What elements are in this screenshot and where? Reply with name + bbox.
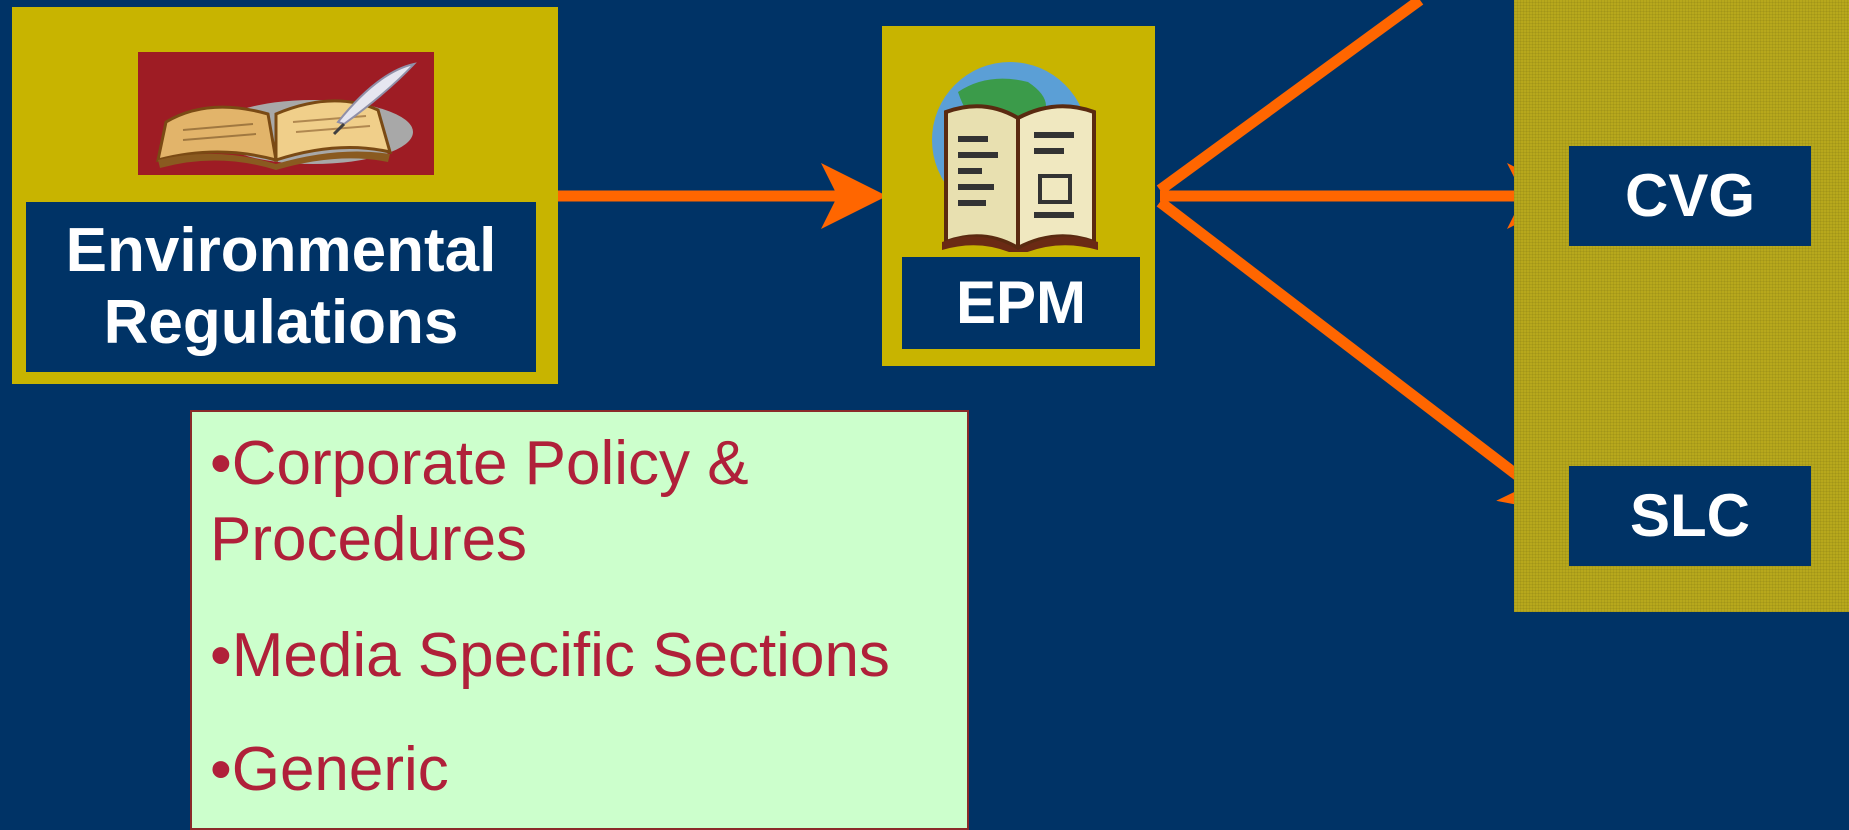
arrow-epm-up (1156, 0, 1424, 195)
list-item-continuation: Procedures (210, 502, 527, 578)
regulations-label-line1: Environmental (65, 216, 497, 285)
bullet-text: Media Specific Sections (231, 621, 890, 690)
bullet-text: Corporate Policy & (231, 429, 749, 498)
list-item: •Corporate Policy & (210, 426, 749, 502)
regulations-label: Environmental Regulations (26, 202, 536, 372)
epm-label: EPM (902, 257, 1140, 349)
slc-node: SLC (1569, 466, 1811, 566)
connector-arrows (558, 0, 1573, 515)
bullet-text: Procedures (210, 505, 528, 574)
bullet-mark: • (210, 735, 232, 804)
regulations-label-line2: Regulations (103, 288, 459, 357)
arrow-epm-to-slc (1156, 197, 1569, 515)
bullet-mark: • (210, 429, 232, 498)
open-book-quill-icon (138, 52, 434, 175)
policy-list-box: •Corporate Policy & Procedures •Media Sp… (190, 410, 969, 830)
globe-book-icon (918, 52, 1118, 256)
bullet-text: Generic (231, 735, 449, 804)
list-item: •Generic (210, 732, 449, 808)
cvg-node: CVG (1569, 146, 1811, 246)
bullet-mark: • (210, 621, 232, 690)
list-item: •Media Specific Sections (210, 618, 890, 694)
